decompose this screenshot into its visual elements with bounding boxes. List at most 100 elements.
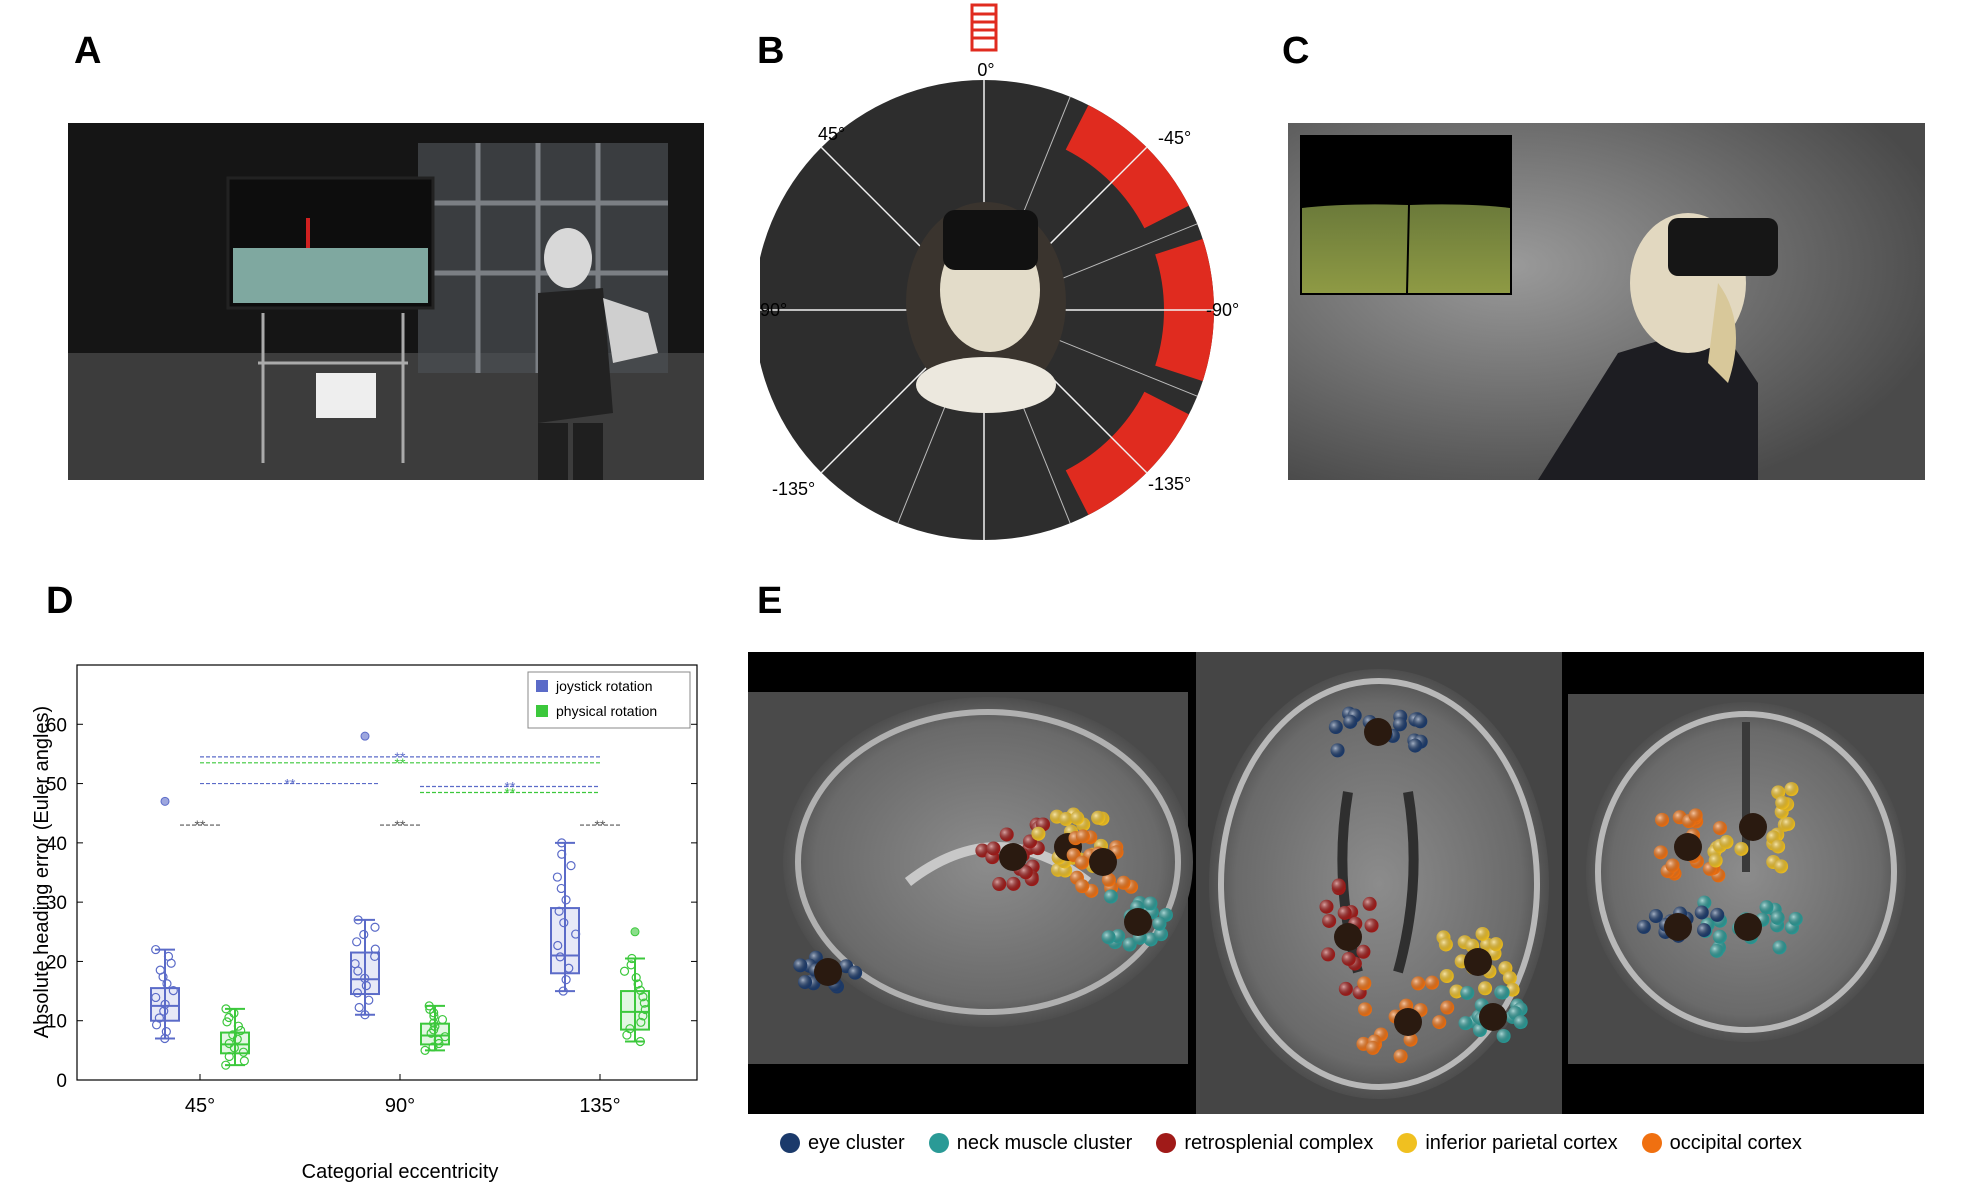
legend-label-parietal: inferior parietal cortex	[1425, 1131, 1618, 1154]
panel-letter-c: C	[1282, 30, 1310, 72]
dipole-highlight	[1362, 896, 1377, 911]
legend-item-occipital: occipital cortex	[1641, 1132, 1802, 1155]
data-point	[639, 998, 649, 1008]
x-axis-label: Categorial eccentricity	[302, 1161, 499, 1183]
angle-line	[820, 146, 932, 258]
y-tick-label: 0	[56, 1071, 67, 1092]
dipole-highlight	[1460, 985, 1475, 1000]
dipole-highlight	[1322, 913, 1337, 928]
cluster-legend: eye cluster neck muscle cluster retrospl…	[780, 1126, 1826, 1160]
legend-item-parietal: inferior parietal cortex	[1397, 1131, 1618, 1155]
dipole-highlight	[1143, 896, 1158, 911]
dipole-highlight	[1774, 859, 1789, 874]
data-point	[233, 1021, 243, 1031]
data-point	[564, 963, 574, 973]
y-tick-label: 50	[46, 775, 67, 796]
dipole-highlight	[1478, 981, 1493, 996]
dipole-highlight	[1496, 1028, 1511, 1043]
data-point	[555, 952, 565, 962]
box-1-0	[220, 1004, 250, 1070]
data-point	[627, 953, 637, 964]
data-point	[440, 1032, 450, 1042]
dipole-highlight	[1091, 810, 1106, 825]
y-tick-label: 60	[46, 715, 67, 736]
significance-label: **	[395, 817, 406, 833]
lab-setup-illustration	[68, 123, 704, 480]
data-point	[229, 1008, 239, 1018]
significance-label: **	[285, 776, 296, 792]
panel-letter-e: E	[757, 580, 783, 622]
dipole-highlight	[1425, 975, 1440, 990]
dipole-highlight	[1688, 808, 1703, 823]
start-marker	[970, 3, 998, 52]
data-point	[221, 1060, 231, 1070]
dipole-highlight	[1712, 821, 1727, 836]
data-point	[552, 872, 562, 882]
dipole-highlight	[1788, 911, 1803, 926]
legend-label-joystick: joystick rotation	[555, 678, 652, 694]
data-point	[420, 1045, 430, 1055]
data-point	[554, 906, 564, 916]
sector-edge-line	[1053, 223, 1198, 283]
box-body	[550, 907, 580, 975]
data-point	[429, 1018, 439, 1028]
data-point	[350, 959, 360, 969]
monitor-stand	[258, 313, 408, 463]
legend-item-neck: neck muscle cluster	[928, 1132, 1132, 1155]
angle-line	[1036, 146, 1148, 258]
dipole-highlight	[793, 958, 808, 973]
dipole-highlight	[1709, 943, 1724, 958]
data-point	[557, 838, 567, 848]
dipole-highlight	[1784, 782, 1799, 797]
participant-top-view	[906, 202, 1066, 413]
data-point	[556, 883, 566, 894]
y-tick-label: 30	[46, 893, 67, 914]
data-point	[162, 979, 172, 989]
significance-label: **	[395, 749, 406, 765]
dipole-highlight	[1152, 916, 1167, 931]
dipole-highlight	[1439, 968, 1454, 983]
data-point	[558, 986, 568, 996]
dipole-highlight	[1655, 812, 1670, 827]
x-tick-label: 135°	[579, 1095, 620, 1117]
data-point	[638, 1011, 648, 1021]
dipole-highlight	[1356, 944, 1371, 959]
data-point	[352, 937, 362, 947]
angle-label-45: 45°	[818, 124, 845, 144]
dipole-highlight	[1058, 812, 1073, 827]
dipole-highlight	[1771, 839, 1786, 854]
legend-dot-parietal	[1397, 1133, 1418, 1153]
vr-left-eye-ground	[1302, 204, 1408, 293]
polar-target-diagram: 0° 45° 90° -135° -45° -90° -135°	[760, 3, 1239, 540]
dipole-highlight	[1154, 927, 1169, 942]
monitor-ground-texture	[233, 248, 428, 303]
coronal-slice	[1568, 694, 1924, 1064]
y-axis-label: Absolute heading error (Euler angles)	[31, 706, 53, 1038]
cluster-centroid	[1124, 908, 1152, 936]
dipole-highlight	[1708, 853, 1723, 868]
dipole-highlight	[1772, 940, 1787, 955]
monitor-target-bar	[306, 218, 310, 248]
box-0-2	[550, 838, 581, 996]
angle-label-neg135-right: -135°	[1148, 474, 1191, 494]
dipole-highlight	[1458, 1016, 1473, 1031]
data-point	[625, 1024, 635, 1034]
participant-body	[538, 288, 613, 423]
dipole-highlight	[1116, 875, 1131, 890]
angle-line	[820, 362, 932, 474]
legend-dot-eye	[780, 1133, 800, 1153]
cluster-centroid	[999, 843, 1027, 871]
data-point	[160, 1033, 170, 1044]
dipole-highlight	[975, 843, 990, 858]
dipole-highlight	[1343, 714, 1358, 729]
data-point	[619, 966, 630, 976]
data-point	[561, 975, 571, 985]
data-point	[159, 1006, 169, 1016]
data-point	[360, 1010, 370, 1020]
vr-participant-illustration	[1288, 123, 1925, 480]
dipole-highlight	[1440, 1000, 1455, 1015]
dipole-highlight	[1513, 1015, 1528, 1030]
dipole-highlight	[1337, 905, 1352, 920]
angle-label-neg90: -90°	[1206, 300, 1239, 320]
dipole-highlight	[1321, 947, 1336, 962]
